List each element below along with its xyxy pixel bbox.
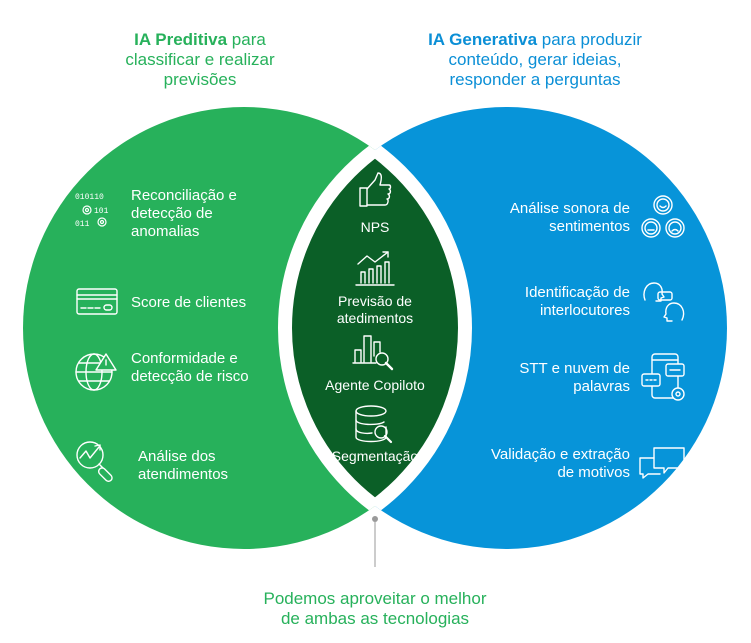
footer-text: Podemos aproveitar o melhor xyxy=(263,589,487,608)
header-text: para xyxy=(227,30,266,49)
item-label: Segmentação xyxy=(331,448,419,464)
center-item-segmentation: Segmentação xyxy=(300,447,450,465)
speakers-chat-icon xyxy=(642,280,688,327)
predictive-header: IA Preditiva para classificar e realizar… xyxy=(95,30,305,90)
database-search-icon xyxy=(354,405,396,452)
header-text: para produzir xyxy=(537,30,642,49)
item-label: palavras xyxy=(573,378,630,395)
svg-text:011: 011 xyxy=(75,220,90,229)
thumbs-up-icon xyxy=(358,172,392,213)
center-item-nps: NPS xyxy=(300,218,450,236)
item-label: Reconciliação e xyxy=(131,187,237,204)
bar-chart-search-icon xyxy=(352,332,398,377)
item-label: sentimentos xyxy=(549,218,630,235)
item-label: anomalias xyxy=(131,223,200,240)
item-label: NPS xyxy=(360,219,390,235)
item-label: Análise dos xyxy=(138,448,216,465)
item-label: Agente Copiloto xyxy=(325,377,425,393)
header-text: responder a perguntas xyxy=(449,70,621,89)
item-label: interlocutores xyxy=(539,302,630,319)
overlap-lens xyxy=(278,107,465,549)
svg-text:101: 101 xyxy=(94,207,109,216)
item-label: atedimentos xyxy=(336,310,414,326)
credit-card-icon xyxy=(76,288,118,321)
chart-magnifier-icon xyxy=(75,440,120,490)
item-label: Identificação de xyxy=(524,284,630,301)
item-label: detecção de xyxy=(131,205,213,222)
predictive-title: IA Preditiva xyxy=(134,30,228,49)
bar-chart-trend-icon xyxy=(355,250,395,291)
center-item-copilot: Agente Copiloto xyxy=(300,376,450,394)
header-text: conteúdo, gerar ideias, xyxy=(448,50,622,69)
globe-warning-icon xyxy=(75,350,117,397)
item-label: Score de clientes xyxy=(131,294,247,311)
item-label: STT e nuvem de xyxy=(519,360,630,377)
header-text: previsões xyxy=(163,70,237,89)
footer-text: de ambas as tecnologias xyxy=(280,609,470,628)
emotion-faces-icon xyxy=(638,194,688,245)
header-text: classificar e realizar xyxy=(125,50,275,69)
phone-chat-gear-icon xyxy=(640,352,688,409)
left-item-score: Score de clientes xyxy=(131,294,246,312)
chat-bubbles-icon xyxy=(638,446,686,485)
pointer-dot xyxy=(372,516,378,522)
item-label: de motivos xyxy=(557,464,630,481)
item-label: Análise sonora de xyxy=(509,200,630,217)
generative-header: IA Generativa para produzir conteúdo, ge… xyxy=(405,30,665,90)
binary-gears-icon: 010110 101 011 xyxy=(75,190,115,235)
item-label: atendimentos xyxy=(138,466,229,483)
item-label: Conformidade e xyxy=(131,350,238,367)
item-label: Validação e extração xyxy=(491,446,630,463)
generative-title: IA Generativa xyxy=(428,30,538,49)
svg-text:010110: 010110 xyxy=(75,193,104,202)
item-label: detecção de risco xyxy=(131,368,249,385)
item-label: Previsão de xyxy=(338,293,412,309)
